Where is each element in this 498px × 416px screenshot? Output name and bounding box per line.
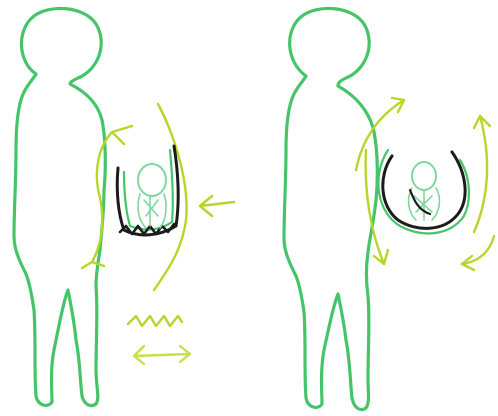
motion-curve-right bbox=[474, 116, 487, 232]
baby-icon bbox=[409, 162, 440, 220]
arrow-icon bbox=[112, 126, 132, 144]
left-panel bbox=[14, 8, 234, 405]
zigzag-icon bbox=[128, 316, 182, 326]
arrow-icon bbox=[82, 262, 104, 268]
double-arrow-icon bbox=[134, 346, 190, 364]
person-silhouette-icon bbox=[14, 8, 105, 405]
motion-curve-right bbox=[154, 104, 187, 290]
baby-icon bbox=[138, 164, 166, 228]
person-silhouette-icon bbox=[284, 8, 377, 409]
carrier-pouch-outline bbox=[117, 146, 178, 235]
right-panel bbox=[284, 8, 494, 409]
arrow-icon bbox=[200, 196, 234, 216]
